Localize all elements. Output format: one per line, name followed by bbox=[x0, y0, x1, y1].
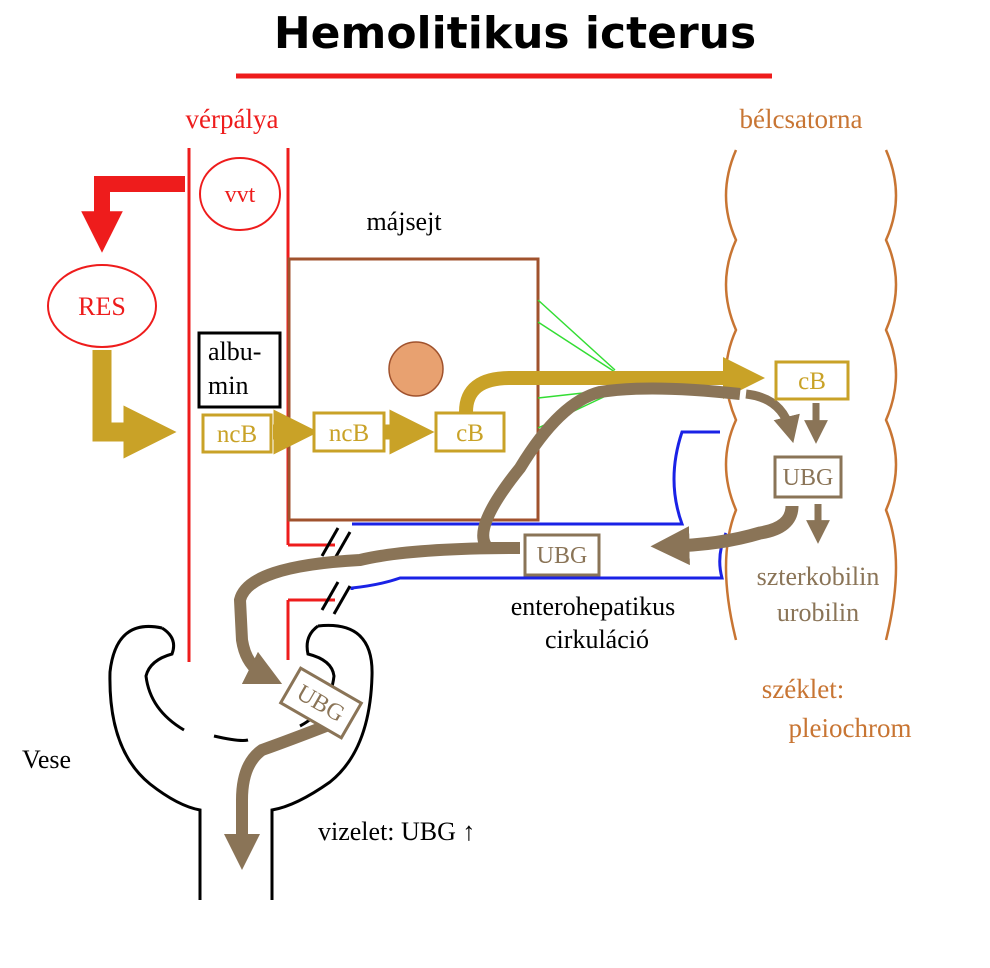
kidney-outline bbox=[108, 623, 374, 900]
liver-cell-box bbox=[287, 257, 540, 522]
albumin-label-line1: albu- bbox=[208, 337, 261, 366]
ubg-kidney-box: UBG bbox=[278, 666, 364, 740]
red-blood-cell-label: vvt bbox=[225, 182, 256, 208]
urobilin-label: urobilin bbox=[777, 598, 859, 627]
cb-liver-label: cB bbox=[456, 420, 484, 447]
vessel-break-marks bbox=[320, 527, 352, 615]
liver-cell-nucleus bbox=[388, 341, 444, 397]
enterohepatic-label: enterohepatikus bbox=[511, 592, 676, 621]
brown-arrow-kidney-to-urine bbox=[224, 720, 329, 870]
albumin-box bbox=[197, 331, 282, 409]
ubg-portal-label: UBG bbox=[537, 543, 588, 569]
ncb-liver-label: ncB bbox=[329, 420, 369, 447]
urine-label: vizelet: UBG ↑ bbox=[318, 817, 475, 846]
blood-pathway-label: vérpálya bbox=[186, 104, 279, 134]
gold-arrow-res-to-ncb bbox=[92, 350, 177, 459]
intestine-label: bélcsatorna bbox=[740, 104, 863, 134]
brown-arrow-ubg-recirculation bbox=[477, 382, 741, 554]
page-title: Hemolitikus icterus bbox=[273, 8, 757, 59]
red-arrow-to-res bbox=[81, 176, 185, 253]
stercobilin-label: szterkobilin bbox=[757, 562, 880, 591]
ubg-portal-box: UBG bbox=[523, 533, 601, 577]
brown-arrow-cb-to-ubg bbox=[745, 389, 800, 444]
albumin-label-line2: min bbox=[208, 371, 248, 400]
cb-gut-box: cB bbox=[774, 360, 850, 401]
liver-cell-label: májsejt bbox=[366, 207, 442, 236]
cb-gut-label: cB bbox=[798, 368, 826, 395]
res-ellipse bbox=[47, 264, 157, 348]
ubg-gut-box: UBG bbox=[773, 455, 843, 499]
red-blood-cell-circle bbox=[199, 157, 281, 231]
pleiochrom-label: pleiochrom bbox=[789, 713, 912, 743]
stool-label: széklet: bbox=[762, 674, 844, 704]
kidney-label: Vese bbox=[22, 745, 71, 774]
ncb-blood-label: ncB bbox=[217, 421, 257, 448]
brown-arrow-ubg-to-portal bbox=[650, 505, 799, 566]
ncb-liver-box: ncB bbox=[312, 411, 386, 453]
circulation-label: cirkuláció bbox=[545, 625, 649, 654]
gold-arrow-cb-to-gut bbox=[459, 357, 765, 413]
cb-liver-box: cB bbox=[434, 411, 506, 453]
ncb-blood-box: ncB bbox=[201, 413, 273, 454]
brown-arrow-ubg-to-kidney bbox=[233, 542, 521, 685]
res-label: RES bbox=[78, 292, 126, 321]
ubg-gut-label: UBG bbox=[783, 465, 834, 491]
